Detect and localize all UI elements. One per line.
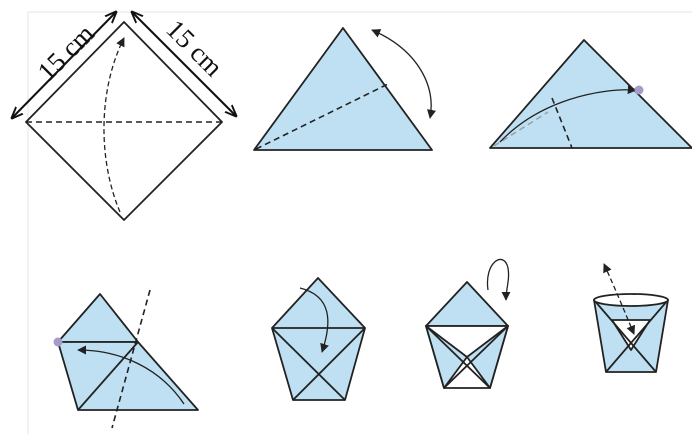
fold-up-arrow (103, 37, 125, 213)
folded-corner-edge (77, 341, 139, 411)
back-flap (425, 281, 509, 327)
step-2-triangle (253, 27, 436, 151)
right-inner-flap (466, 325, 509, 389)
flap-down-arrow (299, 287, 329, 353)
fold-back-arrow (486, 258, 511, 301)
crease-left (271, 327, 346, 401)
next-fold-line (111, 289, 151, 429)
step-7-finished-cup (593, 263, 669, 373)
fold-across-arrow (77, 345, 185, 405)
crease-right (292, 327, 366, 401)
guide-fold-line (493, 111, 549, 147)
folded-triangle (253, 27, 433, 151)
corner-fold-line (255, 83, 389, 150)
target-point-marker-2 (53, 337, 63, 347)
step-5-front-flap (271, 277, 366, 401)
open-cup-arrow (603, 263, 636, 335)
step-3-triangle-corner (489, 39, 692, 149)
cup-opening (593, 293, 669, 307)
fold-edge-arrow (371, 29, 436, 119)
dimension-arrow-right (132, 12, 236, 116)
cup-shape (271, 277, 366, 401)
top-flap (57, 293, 139, 343)
left-inner-flap (425, 325, 468, 389)
corner-fold-arrow (499, 85, 637, 143)
step-4-corner-folded (53, 289, 199, 429)
cup-crease-right (605, 299, 669, 373)
vertical-fold-line (551, 97, 573, 149)
crease-right-2 (443, 325, 509, 389)
step-6-back-flap (425, 258, 511, 389)
target-point-marker (634, 85, 644, 95)
step-1-square-paper: 15 cm 15 cm (12, 12, 236, 221)
dimension-arrow-left (12, 12, 116, 118)
crease-left-2 (425, 325, 491, 389)
